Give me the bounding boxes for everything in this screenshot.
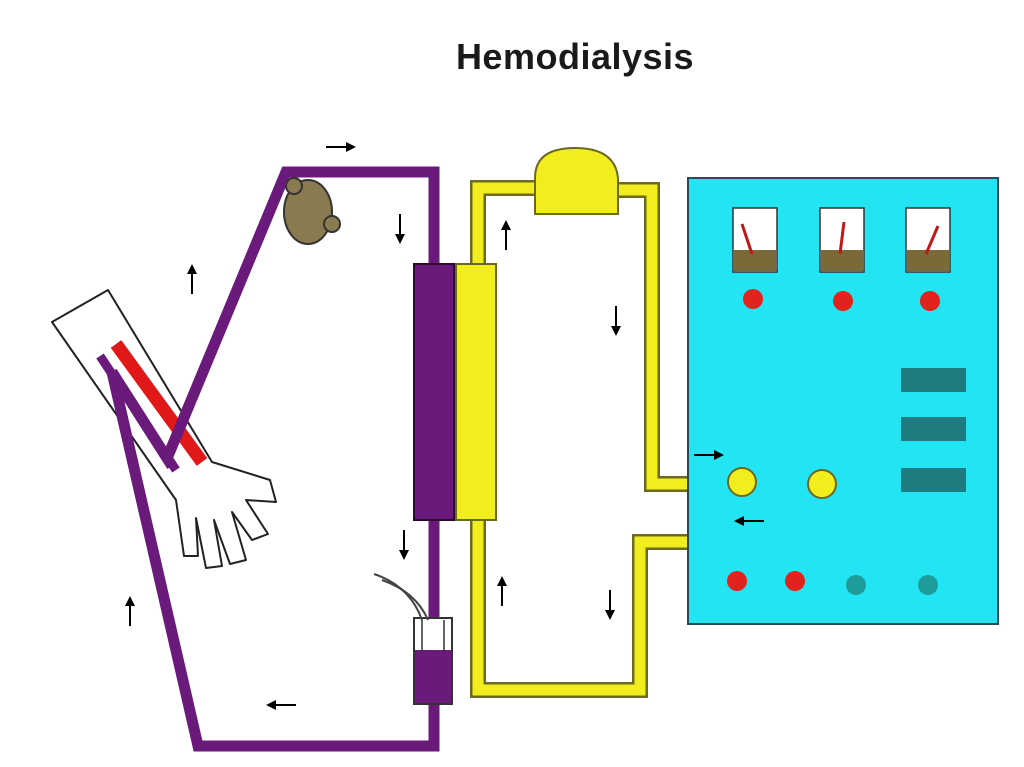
indicator-light <box>918 575 938 595</box>
indicator-light <box>727 571 747 591</box>
bubble-trap-icon <box>373 573 453 705</box>
indicator-light <box>833 291 853 311</box>
dialyzer-icon <box>413 263 497 521</box>
dialysis-machine-icon <box>687 177 999 625</box>
control-bar <box>901 368 966 392</box>
dialysate-inlet-connector <box>807 469 837 499</box>
dialyzer-blood-compartment <box>413 263 455 521</box>
dialyzer-dialysate-compartment <box>455 263 497 521</box>
flow-arrows <box>125 142 764 710</box>
arm-outline <box>51 289 277 569</box>
arterial-line <box>162 166 440 459</box>
vein-vessel <box>96 353 180 473</box>
control-bar <box>901 468 966 492</box>
artery-vessel <box>110 340 208 466</box>
gauge-icon <box>905 207 951 273</box>
gauge-icon <box>732 207 778 273</box>
gauge-icon <box>819 207 865 273</box>
indicator-light <box>920 291 940 311</box>
blood-pump-icon <box>283 177 341 245</box>
indicator-light <box>785 571 805 591</box>
indicator-light <box>846 575 866 595</box>
arm-icon <box>51 289 277 569</box>
page-title: Hemodialysis <box>455 36 695 77</box>
dialysate-reservoir-icon <box>534 146 619 215</box>
hand-icon <box>175 499 231 569</box>
dialysate-outlet-connector <box>727 467 757 497</box>
control-bar <box>901 417 966 441</box>
indicator-light <box>743 289 763 309</box>
